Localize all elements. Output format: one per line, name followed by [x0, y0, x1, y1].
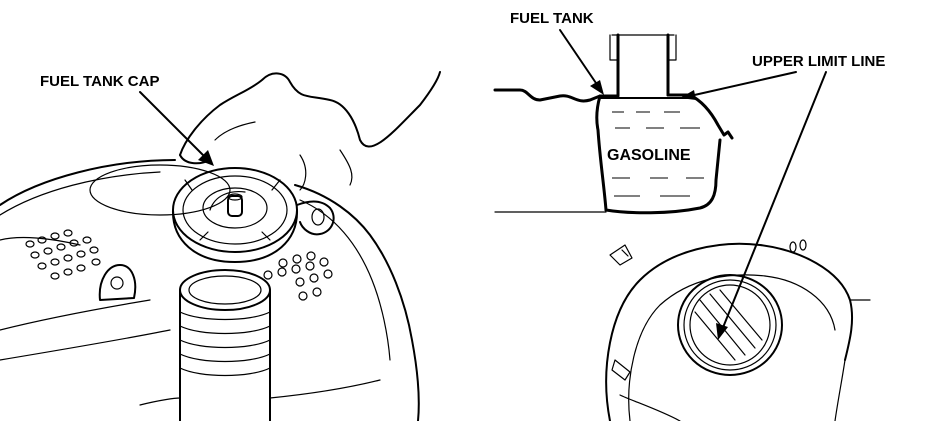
hand-icon: [180, 72, 440, 190]
vent-holes-right: [264, 252, 332, 300]
upper-limit-leader-bottom: [722, 72, 826, 330]
key-slot-icon: [100, 265, 135, 300]
fuel-tank-cap-label: FUEL TANK CAP: [40, 73, 159, 90]
filler-neck-left: [180, 270, 270, 421]
gasoline-label: GASOLINE: [607, 147, 691, 164]
fuel-tank-arrowhead: [590, 80, 604, 95]
fuel-tank-section-diagram: GASOLINE: [495, 35, 732, 213]
filler-neck-illustration: [606, 240, 870, 421]
upper-limit-leader-top: [690, 72, 796, 96]
fuel-tank-cap-leader: [140, 92, 206, 158]
fuel-tank-leader: [560, 30, 598, 86]
fuel-tank-label: FUEL TANK: [510, 10, 594, 27]
upper-limit-line-label: UPPER LIMIT LINE: [752, 53, 885, 70]
fuel-cap-icon: [173, 168, 334, 262]
generator-top-illustration: [0, 160, 419, 421]
